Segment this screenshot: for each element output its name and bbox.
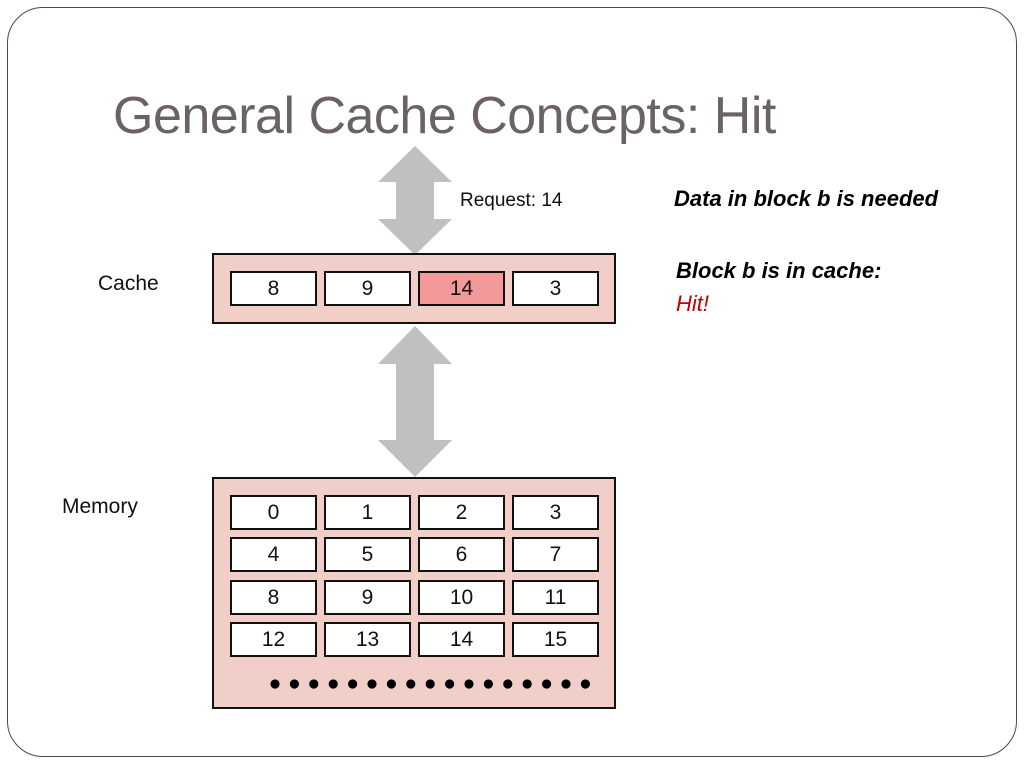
memory-block: 8 xyxy=(230,580,317,615)
memory-block: 12 xyxy=(230,622,317,657)
memory-block: 13 xyxy=(324,622,411,657)
memory-block: 3 xyxy=(512,495,599,530)
memory-ellipsis-dots xyxy=(270,679,590,689)
request-label: Request: 14 xyxy=(460,190,563,211)
ellipsis-dot xyxy=(425,679,435,689)
note-hit: Hit! xyxy=(676,291,709,316)
ellipsis-dot xyxy=(464,679,474,689)
ellipsis-dot xyxy=(503,679,513,689)
cache-block: 9 xyxy=(324,271,411,306)
ellipsis-dot xyxy=(270,679,280,689)
ellipsis-dot xyxy=(580,679,590,689)
memory-block: 7 xyxy=(512,537,599,572)
cache-memory-arrow xyxy=(378,326,452,477)
memory-label: Memory xyxy=(62,495,138,518)
cache-block: 3 xyxy=(512,271,599,306)
cache-block: 8 xyxy=(230,271,317,306)
memory-block: 4 xyxy=(230,537,317,572)
memory-block: 14 xyxy=(418,622,505,657)
memory-block: 2 xyxy=(418,495,505,530)
memory-block: 5 xyxy=(324,537,411,572)
slide-title: General Cache Concepts: Hit xyxy=(113,87,776,145)
memory-block: 15 xyxy=(512,622,599,657)
ellipsis-dot xyxy=(386,679,396,689)
memory-block: 0 xyxy=(230,495,317,530)
ellipsis-dot xyxy=(445,679,455,689)
ellipsis-dot xyxy=(483,679,493,689)
memory-block: 10 xyxy=(418,580,505,615)
note-data-needed: Data in block b is needed xyxy=(674,186,939,211)
request-arrow xyxy=(378,146,452,255)
memory-block: 6 xyxy=(418,537,505,572)
ellipsis-dot xyxy=(542,679,552,689)
ellipsis-dot xyxy=(522,679,532,689)
memory-block: 9 xyxy=(324,580,411,615)
ellipsis-dot xyxy=(348,679,358,689)
ellipsis-dot xyxy=(406,679,416,689)
cache-label: Cache xyxy=(98,272,159,295)
note-block-in-cache: Block b is in cache: xyxy=(676,258,882,283)
ellipsis-dot xyxy=(289,679,299,689)
cache-block-highlighted: 14 xyxy=(418,271,505,306)
ellipsis-dot xyxy=(309,679,319,689)
memory-block: 1 xyxy=(324,495,411,530)
ellipsis-dot xyxy=(328,679,338,689)
memory-block: 11 xyxy=(512,580,599,615)
ellipsis-dot xyxy=(561,679,571,689)
ellipsis-dot xyxy=(367,679,377,689)
